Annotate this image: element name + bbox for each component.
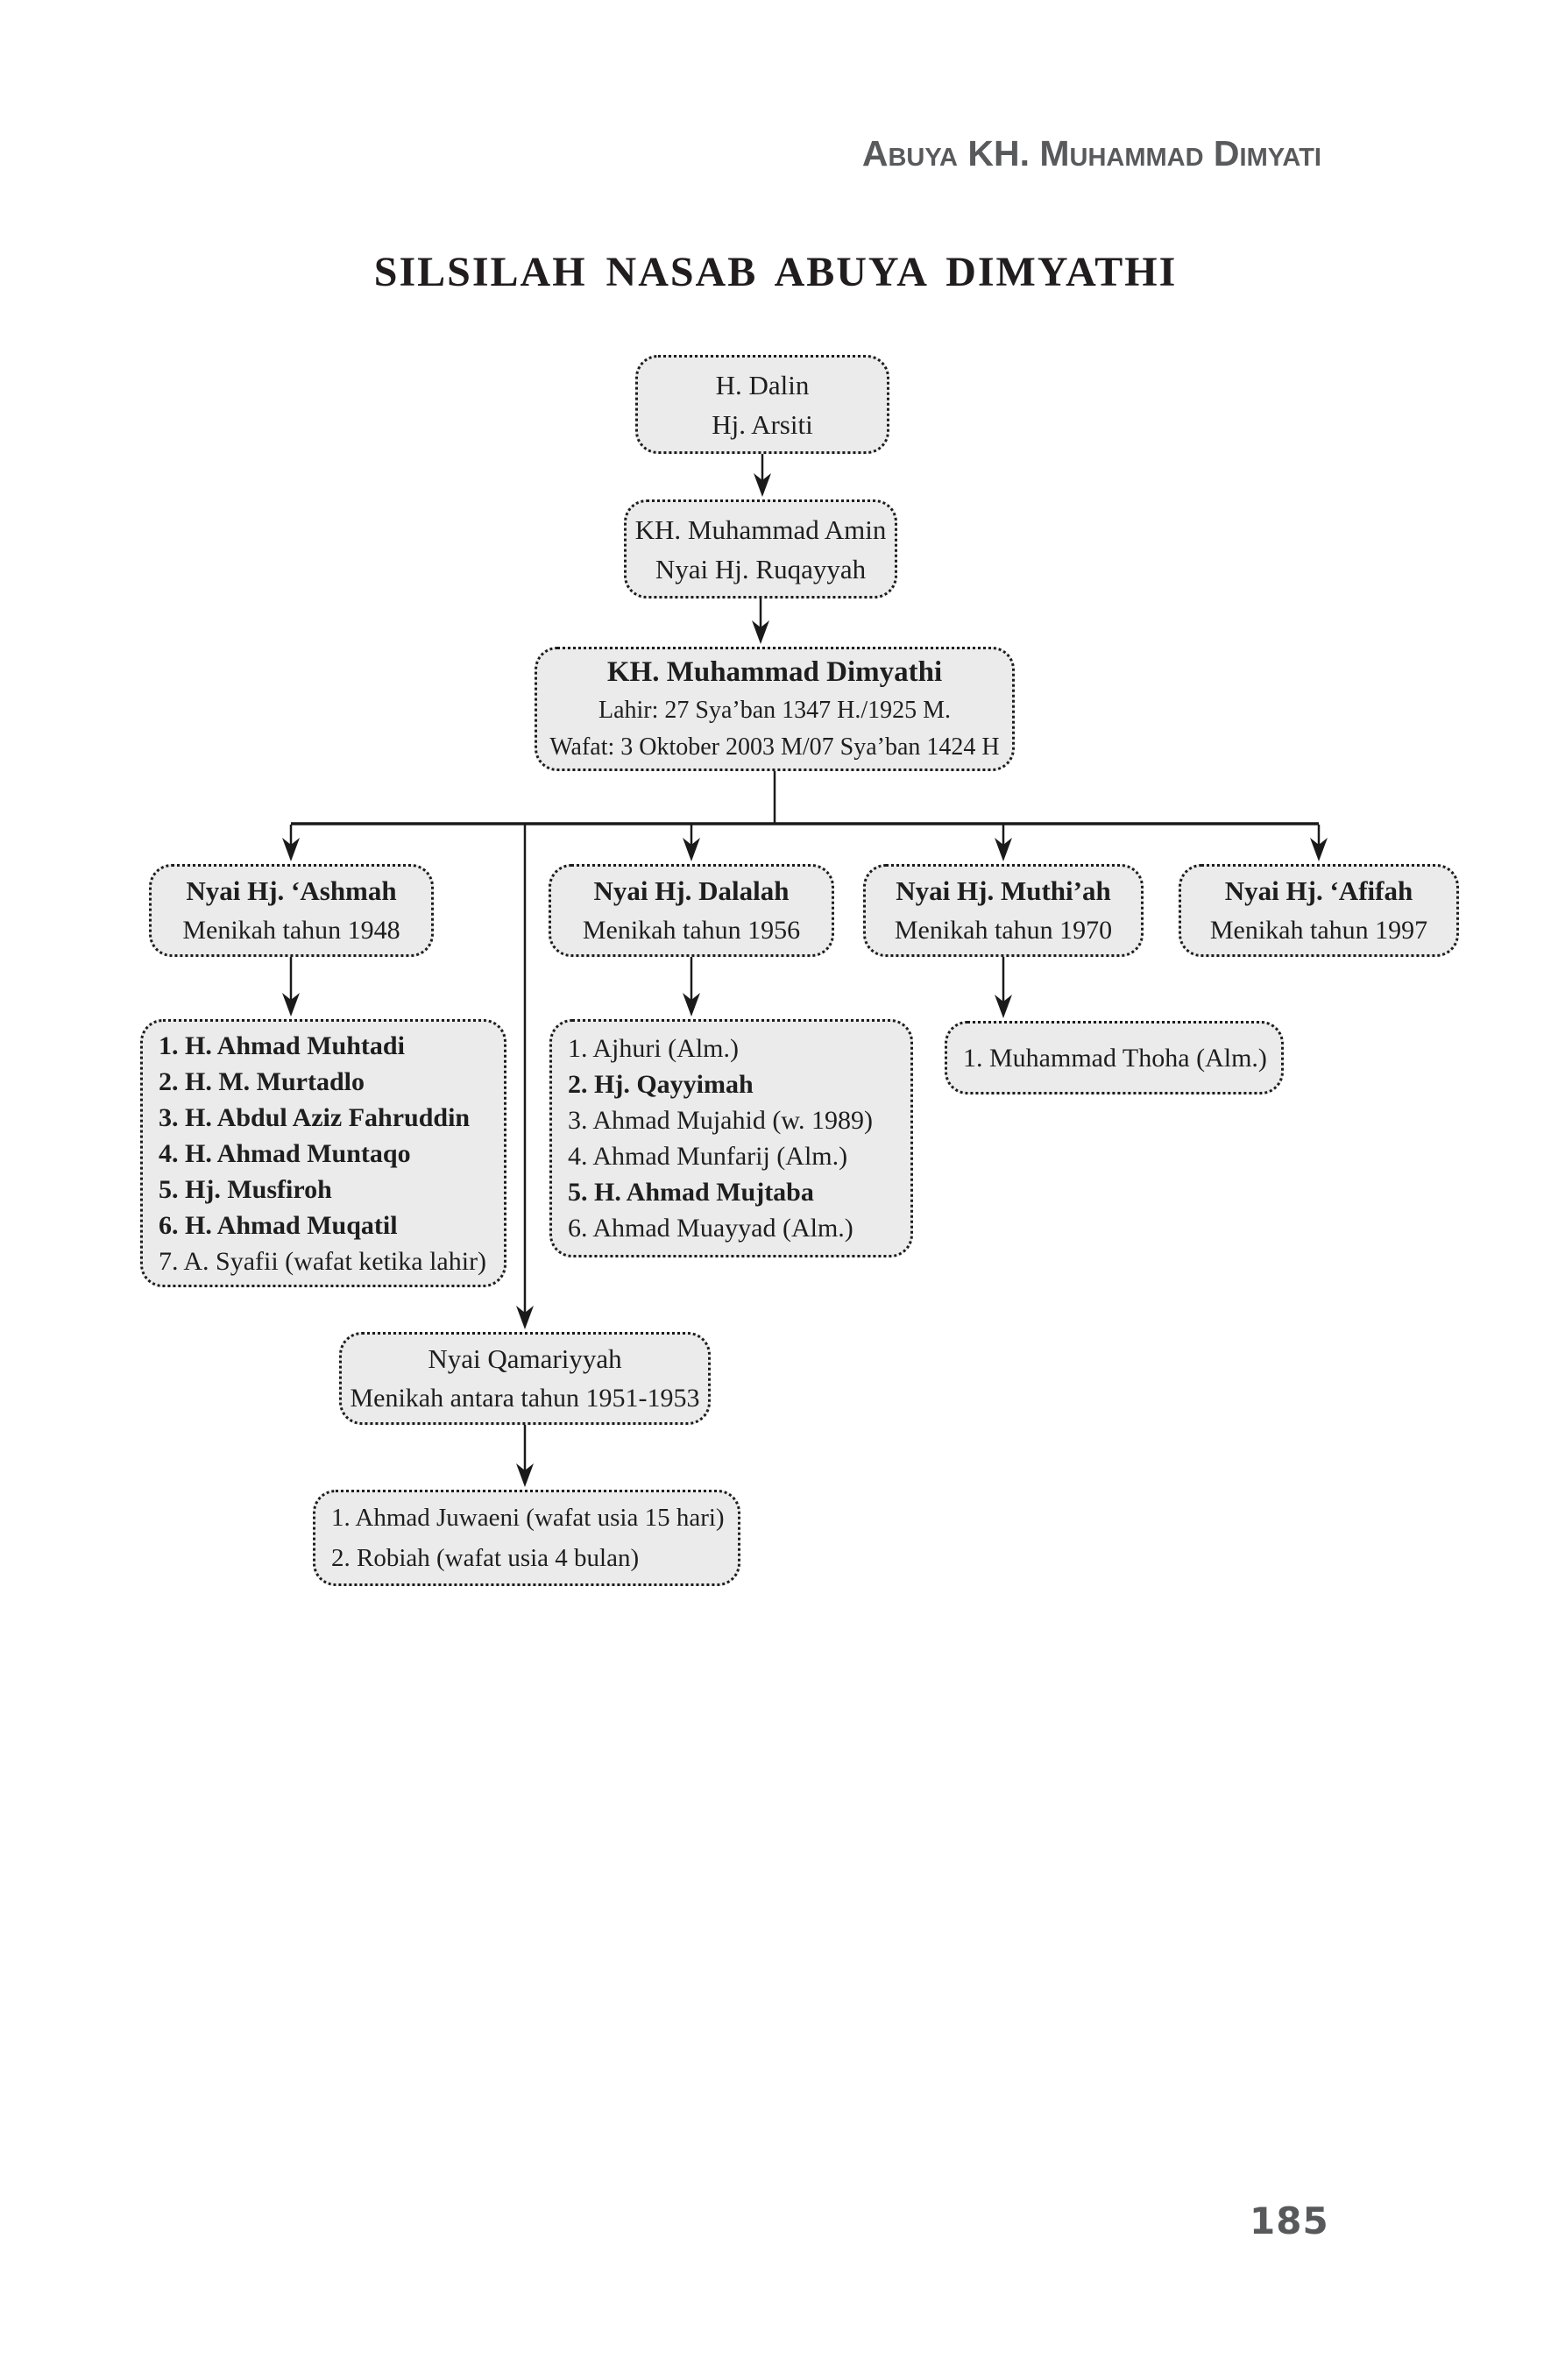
wife-box-muthiah: Nyai Hj. Muthi’ah Menikah tahun 1970: [863, 864, 1144, 957]
child-entry: 5. H. Ahmad Mujtaba: [568, 1178, 814, 1207]
person-name: KH. Muhammad Dimyathi: [606, 656, 943, 688]
wife-box-qamariyyah: Nyai Qamariyyah Menikah antara tahun 195…: [339, 1332, 711, 1425]
child-entry: 2. H. M. Murtadlo: [159, 1066, 365, 1096]
death-date: Wafat: 3 Oktober 2003 M/07 Sya’ban 1424 …: [549, 733, 1000, 761]
person-name: Nyai Hj. Muthi’ah: [896, 875, 1111, 906]
arrow-down-icon: [683, 957, 700, 1016]
marriage-year: Menikah tahun 1997: [1209, 916, 1428, 945]
arrow-down-icon: [995, 957, 1012, 1018]
child-entry: 2. Robiah (wafat usia 4 bulan): [331, 1544, 640, 1572]
child-entry: 3. H. Abdul Aziz Fahruddin: [159, 1102, 471, 1132]
marriage-year: Menikah tahun 1970: [894, 916, 1113, 945]
arrow-down-icon: [516, 825, 534, 1329]
wife-box-afifah: Nyai Hj. ‘Afifah Menikah tahun 1997: [1179, 864, 1459, 957]
arrow-down-icon: [754, 454, 771, 497]
child-entry: 2. Hj. Qayyimah: [568, 1070, 754, 1099]
wife-box-dalalah: Nyai Hj. Dalalah Menikah tahun 1956: [549, 864, 834, 957]
patriarch-box: KH. Muhammad Dimyathi Lahir: 27 Sya’ban …: [535, 647, 1015, 771]
child-entry: 4. Ahmad Munfarij (Alm.): [568, 1142, 848, 1171]
arrow-down-icon: [516, 1425, 534, 1487]
children-box-qamariyyah: 1. Ahmad Juwaeni (wafat usia 15 hari) 2. …: [313, 1490, 740, 1586]
child-entry: 1. Ahmad Juwaeni (wafat usia 15 hari): [331, 1504, 725, 1532]
arrow-down-icon: [752, 599, 769, 644]
arrow-down-icon: [995, 825, 1012, 861]
child-entry: 6. H. Ahmad Muqatil: [159, 1210, 398, 1240]
children-box-ashmah: 1. H. Ahmad Muhtadi 2. H. M. Murtadlo 3. H…: [140, 1019, 506, 1287]
page-title: SILSILAH NASAB ABUYA DIMYATHI: [373, 249, 1178, 295]
children-box-dalalah: 1. Ajhuri (Alm.) 2. Hj. Qayyimah 3. Ahmad …: [549, 1019, 913, 1257]
page-number: 185: [1250, 2199, 1329, 2242]
wife-box-ashmah: Nyai Hj. ‘Ashmah Menikah tahun 1948: [149, 864, 434, 957]
arrow-down-icon: [1310, 825, 1328, 861]
person-name: Nyai Qamariyyah: [428, 1343, 622, 1374]
child-entry: 1. Ajhuri (Alm.): [568, 1034, 739, 1063]
child-entry: 6. Ahmad Muayyad (Alm.): [568, 1214, 853, 1243]
child-entry: 5. Hj. Musfiroh: [159, 1174, 332, 1204]
person-name: Nyai Hj. ‘Ashmah: [186, 875, 397, 906]
ancestor-box-dalin-arsiti: H. Dalin Hj. Arsiti: [635, 355, 889, 454]
birth-date: Lahir: 27 Sya’ban 1347 H./1925 M.: [598, 697, 952, 724]
person-name: Nyai Hj. Dalalah: [593, 875, 790, 906]
person-name: Hj. Arsiti: [712, 408, 813, 440]
running-header: Abuya KH. Muhammad Dimyati: [861, 133, 1321, 174]
arrow-down-icon: [683, 825, 700, 861]
ancestor-box-amin-ruqayyah: KH. Muhammad Amin Nyai Hj. Ruqayyah: [624, 499, 897, 599]
child-entry: 1. Muhammad Thoha (Alm.): [963, 1043, 1267, 1073]
person-name: KH. Muhammad Amin: [634, 514, 887, 545]
marriage-year: Menikah tahun 1948: [182, 916, 400, 945]
marriage-year: Menikah antara tahun 1951-1953: [350, 1384, 700, 1413]
child-entry: 3. Ahmad Mujahid (w. 1989): [568, 1106, 874, 1135]
arrow-down-icon: [282, 825, 300, 861]
person-name: H. Dalin: [715, 369, 810, 400]
child-entry: 7. A. Syafii (wafat ketika lahir): [159, 1246, 487, 1276]
marriage-year: Menikah tahun 1956: [582, 916, 801, 945]
person-name: Nyai Hj. Ruqayyah: [655, 553, 867, 584]
children-box-muthiah: 1. Muhammad Thoha (Alm.): [945, 1021, 1284, 1094]
person-name: Nyai Hj. ‘Afifah: [1224, 875, 1413, 906]
child-entry: 1. H. Ahmad Muhtadi: [159, 1031, 405, 1060]
arrow-down-icon: [282, 957, 300, 1016]
child-entry: 4. H. Ahmad Muntaqo: [159, 1138, 411, 1168]
